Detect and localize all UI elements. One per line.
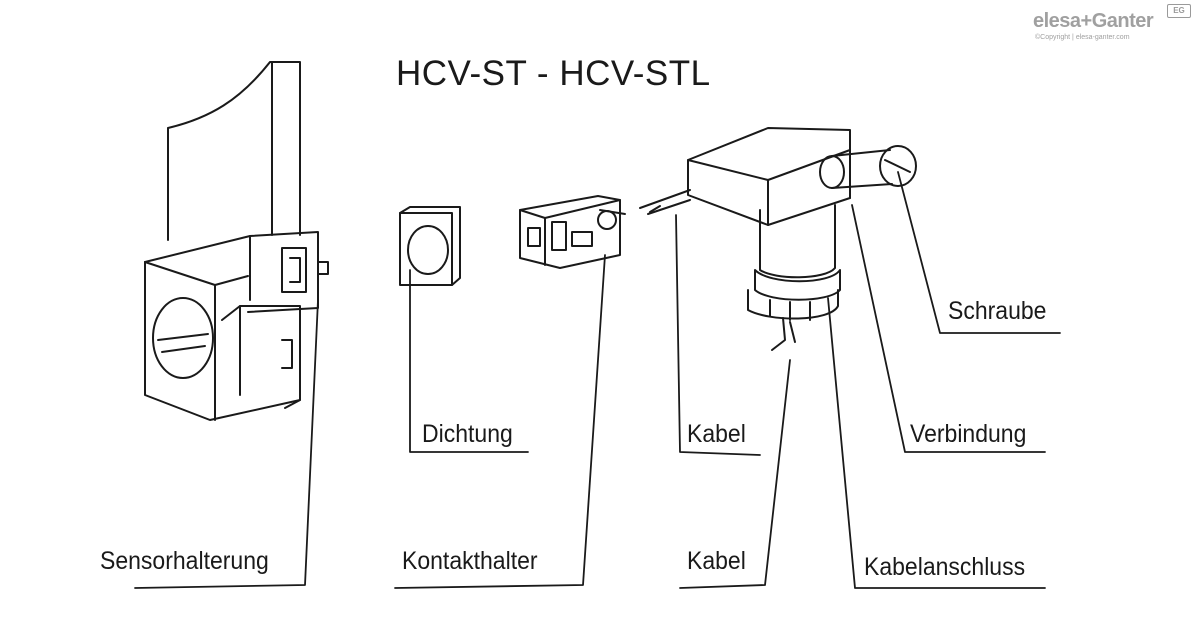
sensor-bracket-drawing bbox=[144, 61, 329, 421]
label-kontakthalter: Kontakthalter bbox=[402, 547, 538, 575]
gasket-drawing bbox=[399, 206, 461, 286]
label-kabel-lower: Kabel bbox=[687, 547, 746, 575]
leader-kabel-2 bbox=[679, 359, 791, 589]
diagram-title: HCV-ST - HCV-STL bbox=[396, 54, 711, 93]
leader-kabelanschluss bbox=[827, 297, 1046, 589]
label-dichtung: Dichtung bbox=[422, 420, 513, 448]
leader-kabel-1 bbox=[675, 214, 761, 456]
label-kabelanschluss: Kabelanschluss bbox=[864, 553, 1026, 581]
label-sensorhalterung: Sensorhalterung bbox=[100, 547, 269, 575]
leader-sensorhalterung bbox=[134, 299, 319, 589]
connector-body-drawing bbox=[639, 127, 917, 351]
logo-wordmark: elesa+Ganter bbox=[1033, 10, 1154, 32]
label-kabel-upper: Kabel bbox=[687, 420, 746, 448]
contact-holder-drawing bbox=[519, 195, 626, 269]
logo-badge: EG bbox=[1167, 4, 1191, 18]
label-schraube: Schraube bbox=[948, 297, 1047, 325]
logo-copyright: ©Copyright | elesa-ganter.com bbox=[1035, 34, 1130, 41]
elesa-ganter-logo: elesa+Ganter ©Copyright | elesa-ganter.c… bbox=[1033, 4, 1193, 46]
leader-dichtung bbox=[409, 269, 529, 453]
leader-schraube bbox=[897, 171, 1061, 334]
leader-lines bbox=[134, 171, 1061, 589]
leader-kontakthalter bbox=[394, 254, 606, 589]
leader-verbindung bbox=[851, 204, 1046, 453]
label-verbindung: Verbindung bbox=[910, 420, 1027, 448]
